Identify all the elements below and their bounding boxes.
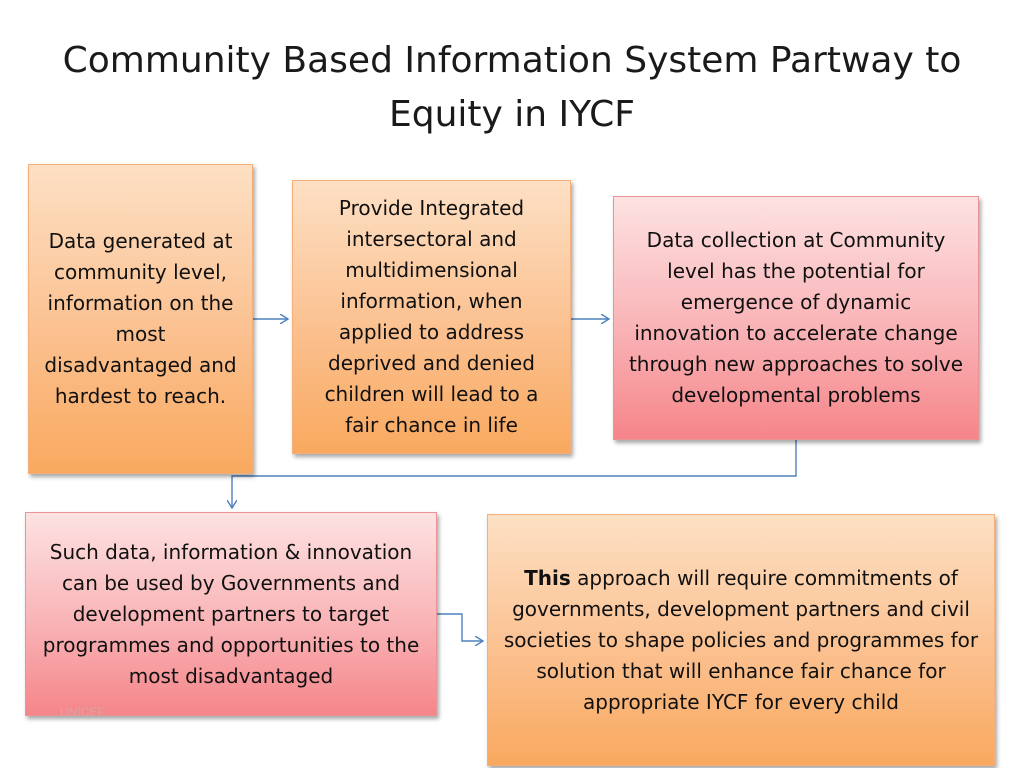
box-integrated-information: Provide Integrated intersectoral and mul… (292, 180, 571, 454)
box-commitments-text: This approach will require commitments o… (502, 563, 980, 718)
slide-title: Community Based Information System Partw… (40, 34, 984, 142)
box-integrated-information-text: Provide Integrated intersectoral and mul… (324, 196, 539, 437)
box-commitments: This approach will require commitments o… (487, 514, 995, 766)
box-commitments-bold: This (524, 565, 571, 590)
arrow-box4-to-box5 (437, 613, 483, 641)
title-line-1: Community Based Information System Partw… (62, 40, 962, 81)
box-use-by-governments-text: Such data, information & innovation can … (42, 539, 420, 688)
box-community-data: Data generated at community level, infor… (28, 164, 253, 474)
watermark-unicef: UNICEF (60, 705, 105, 719)
box-data-collection: Data collection at Community level has t… (613, 196, 979, 440)
title-line-2: Equity in IYCF (388, 94, 636, 135)
box-use-by-governments: Such data, information & innovation can … (25, 512, 437, 716)
box-community-data-text: Data generated at community level, infor… (44, 229, 237, 408)
box-commitments-rest: approach will require commitments of gov… (503, 565, 979, 714)
box-data-collection-text: Data collection at Community level has t… (628, 228, 964, 407)
